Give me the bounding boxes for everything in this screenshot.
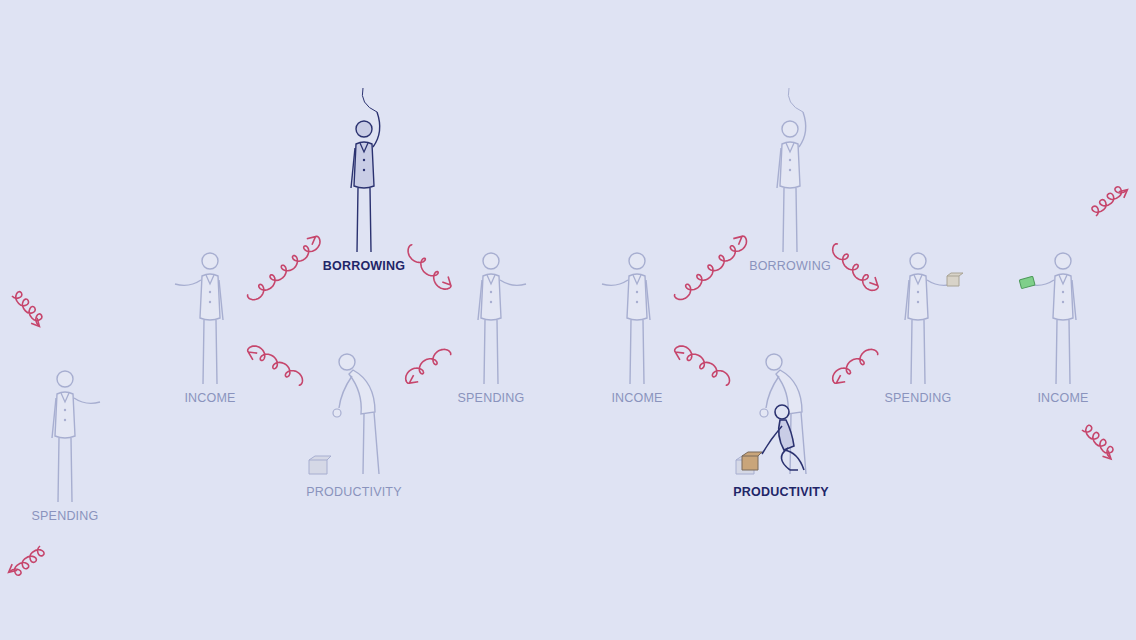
spiral-arrow — [248, 236, 320, 299]
figure-node: SPENDING — [881, 248, 956, 406]
label-holder: SPENDING — [28, 366, 103, 524]
spiral-arrow — [675, 236, 747, 299]
figure-node: PRODUCTIVITY — [729, 342, 833, 500]
spiral-arrow — [1090, 183, 1130, 219]
stick-figure — [1028, 248, 1098, 388]
spiral-arrow — [833, 349, 878, 383]
node-label: PRODUCTIVITY — [302, 484, 406, 500]
spiral-arrow — [833, 244, 879, 291]
node-label: PRODUCTIVITY — [729, 484, 833, 500]
spiral-arrow — [6, 543, 46, 579]
figure-node: INCOME — [1028, 248, 1098, 406]
node-label: SPENDING — [454, 390, 529, 406]
node-label: INCOME — [175, 390, 245, 406]
figure-node: INCOME — [602, 248, 672, 406]
spiral-arrow — [9, 290, 46, 329]
label-holder: INCOME — [1028, 248, 1098, 406]
figure-node: BORROWING — [319, 116, 410, 274]
stick-figure — [30, 366, 100, 506]
label-holder: SPENDING — [454, 248, 529, 406]
stick-figure — [602, 248, 672, 388]
node-label: INCOME — [1028, 390, 1098, 406]
node-label: BORROWING — [745, 258, 835, 274]
label-holder: SPENDING — [881, 248, 956, 406]
figure-node: SPENDING — [454, 248, 529, 406]
node-label: BORROWING — [319, 258, 410, 274]
spiral-arrow — [406, 349, 451, 383]
stick-figure — [319, 342, 389, 482]
label-holder: INCOME — [602, 248, 672, 406]
spiral-arrow — [248, 346, 303, 385]
label-holder: BORROWING — [319, 116, 410, 274]
node-label: INCOME — [602, 390, 672, 406]
node-label: SPENDING — [28, 508, 103, 524]
spiral-arrow — [408, 245, 451, 289]
spiral-arrow — [675, 346, 730, 385]
label-holder: INCOME — [175, 248, 245, 406]
stick-figure — [175, 248, 245, 388]
label-holder: BORROWING — [745, 116, 835, 274]
node-label: SPENDING — [881, 390, 956, 406]
stick-figure — [329, 116, 399, 256]
spiral-arrow — [1079, 424, 1117, 462]
figure-node: SPENDING — [28, 366, 103, 524]
figure-node: BORROWING — [745, 116, 835, 274]
stick-figure — [883, 248, 953, 388]
stick-figure — [456, 248, 526, 388]
stick-figure — [755, 116, 825, 256]
figure-node: PRODUCTIVITY — [302, 342, 406, 500]
figure-node: INCOME — [175, 248, 245, 406]
stick-figure — [746, 342, 816, 482]
